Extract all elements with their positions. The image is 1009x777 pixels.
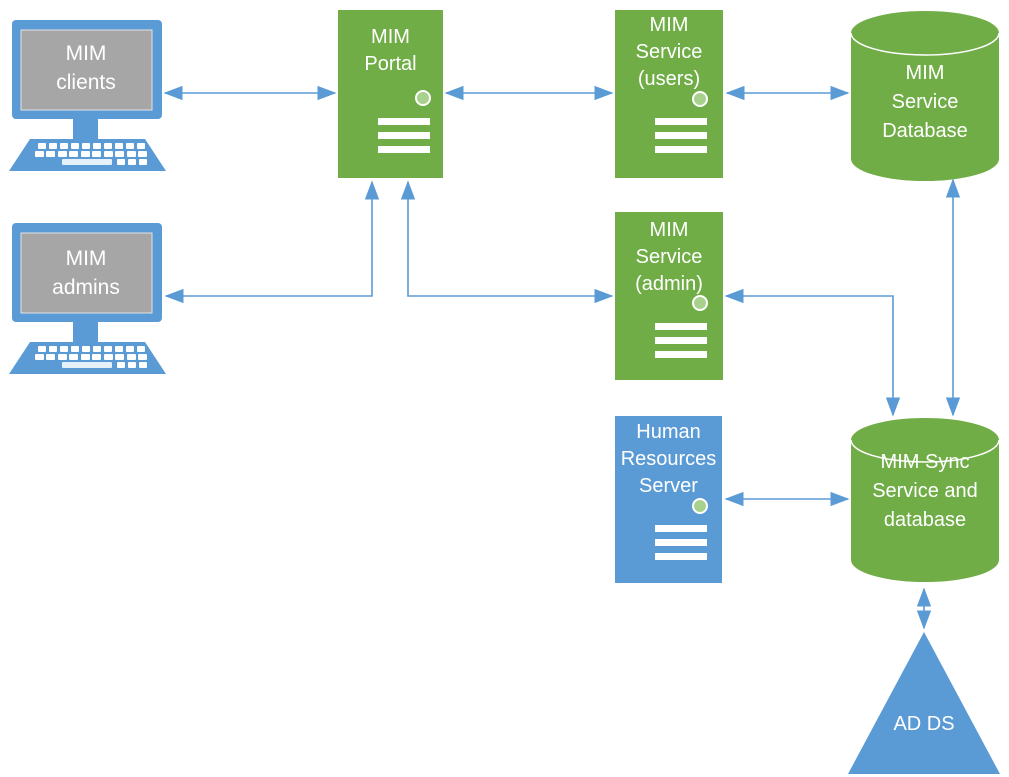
node-mim-portal: MIM Portal (338, 10, 443, 178)
node-label-mim-service-users: MIM Service (users) (615, 10, 723, 93)
node-label-mim-service-admin: MIM Service (admin) (615, 212, 723, 298)
power-indicator-icon (692, 295, 708, 311)
node-mim-service-users: MIM Service (users) (615, 10, 723, 178)
label-line: (admin) (635, 273, 703, 295)
triangle-icon-ad-ds (848, 632, 1000, 774)
node-label-mim-portal: MIM Portal (338, 10, 443, 78)
node-label-hr-server: Human Resources Server (615, 416, 722, 500)
connector-service-admin-sync (724, 288, 901, 417)
node-human-resources-server: Human Resources Server (615, 416, 722, 583)
database-cylinder-icon-service-db (850, 11, 1000, 181)
label-line: Service (635, 246, 703, 268)
label-line: MIM (371, 26, 410, 48)
desktop-computer-icon-admins (8, 222, 167, 375)
desktop-computer-icon-clients (8, 19, 167, 172)
server-vents-icon (378, 118, 430, 160)
server-vents-icon (655, 118, 707, 160)
database-cylinder-icon-sync (850, 418, 1000, 582)
server-vents-icon (655, 525, 707, 567)
power-indicator-icon (692, 91, 708, 107)
node-mim-service-admin: MIM Service (admin) (615, 212, 723, 380)
label-line: Service (635, 41, 703, 63)
label-line: (users) (637, 68, 701, 90)
power-indicator-icon (415, 90, 431, 106)
label-line: Portal (364, 53, 417, 75)
label-line: Human (636, 421, 701, 443)
connector-portal-service-admin (400, 180, 614, 304)
label-line: MIM (649, 219, 689, 241)
label-line: Server (639, 475, 698, 497)
label-line: MIM (649, 14, 689, 36)
label-line: Resources (620, 448, 717, 470)
power-indicator-icon (692, 498, 708, 514)
connector-admins-portal (164, 180, 380, 304)
server-vents-icon (655, 323, 707, 365)
